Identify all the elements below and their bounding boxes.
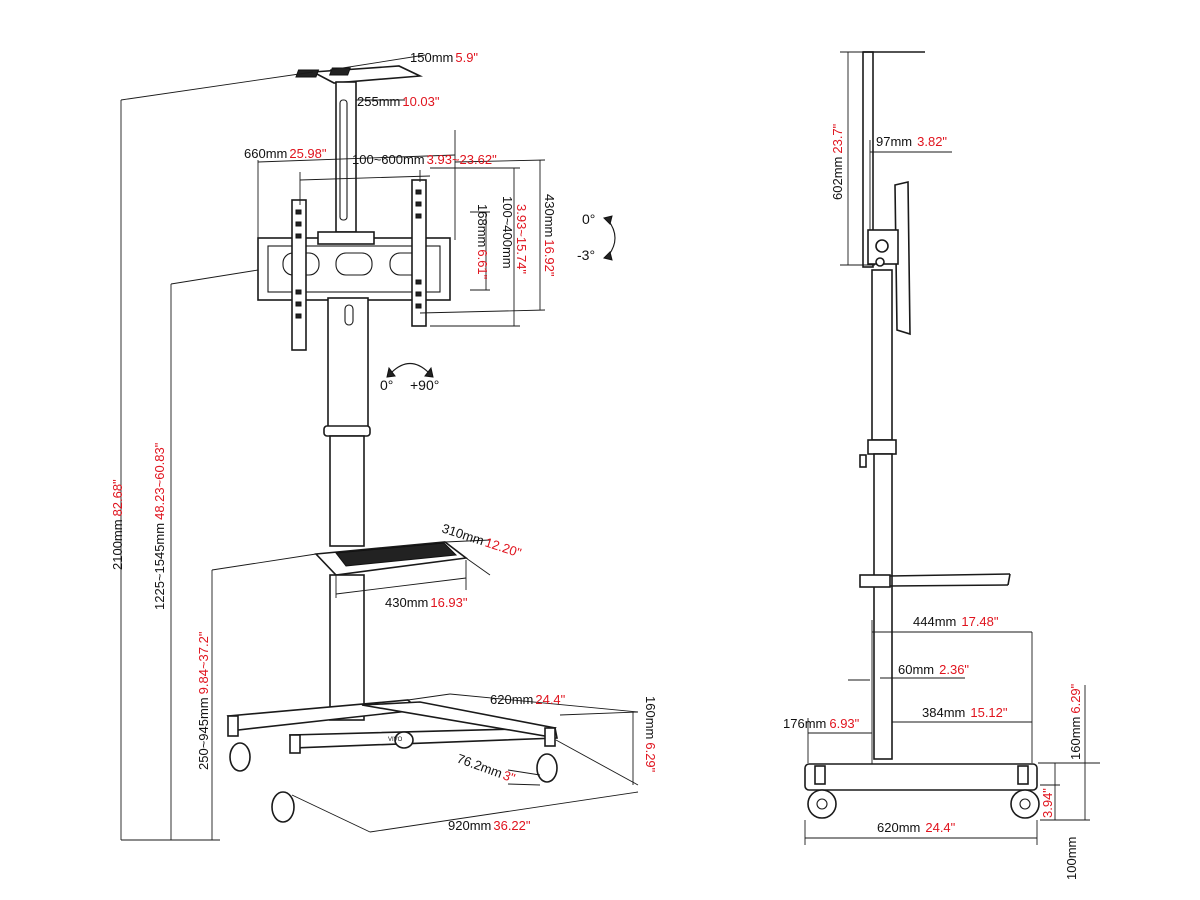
- bracket-clamp: [317, 231, 375, 245]
- bracket-h-label: 168mm6.61": [475, 204, 490, 280]
- side-bracket: [894, 180, 911, 336]
- bracket-inner: [267, 245, 441, 293]
- column-base: [329, 574, 365, 721]
- height-collar: [323, 425, 371, 437]
- side-base: [804, 763, 1038, 791]
- bracket-slot-mid: [335, 252, 373, 276]
- tilt-a-label: 0°: [582, 211, 595, 227]
- caster-label: 76.2mm3": [455, 751, 518, 786]
- vesa-v-mm-label: 100~400mm: [500, 196, 515, 269]
- left-stand-drawing: VIVO: [226, 65, 558, 823]
- top-plate: [310, 65, 424, 84]
- side-collar: [867, 439, 897, 455]
- side-ground-label: 100mm: [1064, 837, 1079, 880]
- mount-h-label: 1225~1545mm48.23~60.83": [152, 442, 167, 610]
- side-shelf-clamp: [859, 574, 891, 588]
- column-slot: [339, 99, 348, 221]
- side-caster-right: [1010, 789, 1040, 819]
- cable-slot: [344, 304, 354, 326]
- side-base-h-label: 160mm6.29": [1068, 683, 1083, 760]
- caster-front-left: [271, 791, 295, 823]
- rotate-arrow-icon: [391, 362, 429, 373]
- bracket-total-label: 430mm16.92": [542, 194, 557, 277]
- rotate-a-label: 0°: [380, 377, 393, 393]
- shelf-top: [335, 542, 458, 567]
- tilt-arrow-icon: [607, 219, 616, 257]
- plate-slot-1: [295, 69, 320, 78]
- total-h-label: 2100mm82.68": [110, 479, 125, 570]
- vesa-v-in-label: 3.93~15.74": [514, 204, 529, 274]
- brand-mark: VIVO: [388, 737, 403, 743]
- caster-rear-left: [229, 742, 251, 772]
- caster-rear-right: [394, 731, 414, 749]
- side-column-upper: [871, 269, 893, 441]
- caster-front-right: [536, 753, 558, 783]
- right-dimension-lines: [804, 51, 1100, 845]
- base-h-label: 160mm6.29": [643, 696, 658, 773]
- side-caster-left: [807, 789, 837, 819]
- side-column-lower: [873, 453, 893, 760]
- lower-column: [329, 435, 365, 547]
- left-dimension-lines: [120, 54, 639, 841]
- rotate-b-label: +90°: [410, 377, 439, 393]
- right-stand-drawing: [804, 51, 1040, 819]
- side-bracket-h-label: 602mm23.7": [830, 123, 845, 200]
- side-wheel-label: 3.94": [1040, 788, 1055, 818]
- main-column: [327, 297, 369, 434]
- shelf-h-label: 250~945mm9.84~37.2": [196, 631, 211, 770]
- tilt-b-label: -3°: [577, 247, 595, 263]
- plate-slot-2: [329, 67, 351, 76]
